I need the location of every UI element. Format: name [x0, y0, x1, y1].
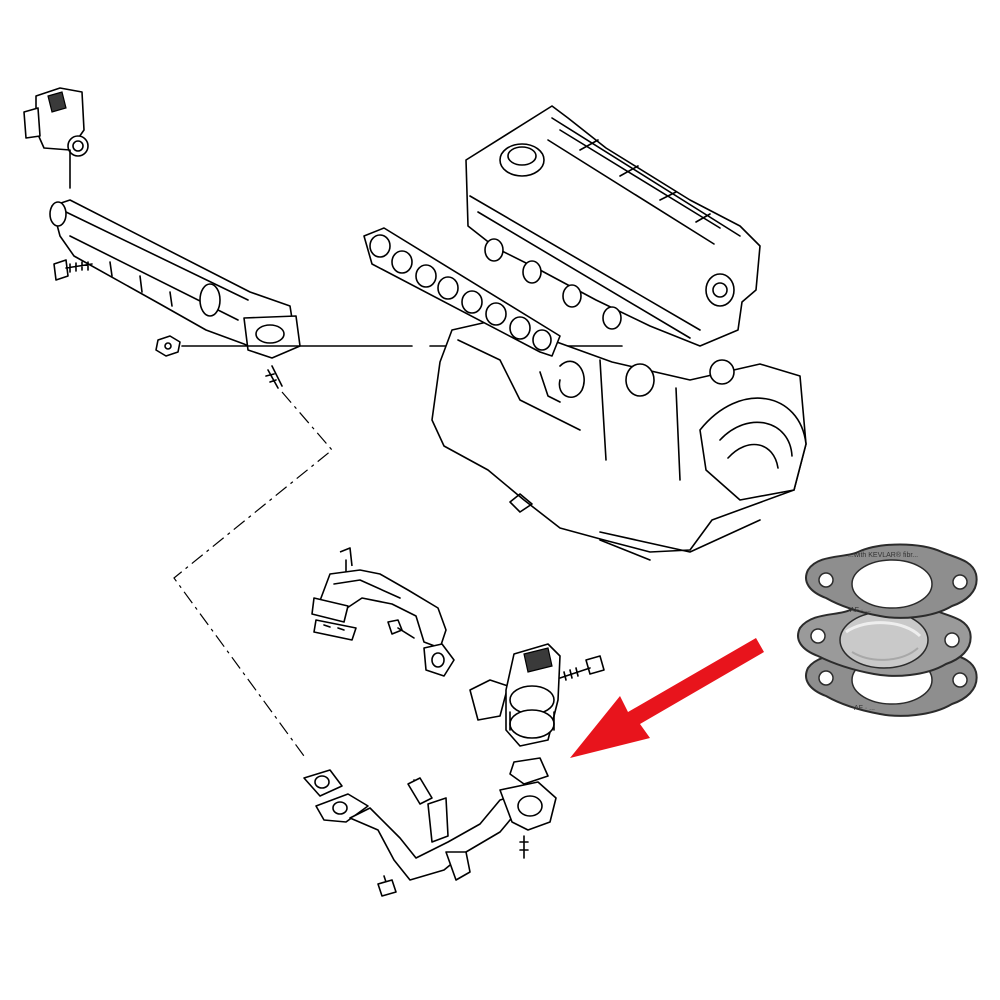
egr-valve-icon [23, 87, 89, 189]
egr-valve-body-icon [469, 643, 605, 747]
red-arrow-icon [570, 638, 764, 758]
egr-pipe-icon [311, 547, 455, 677]
manifold-bolt-icon [53, 259, 93, 281]
gasket-print-code-top: AF · ... [850, 607, 871, 614]
manifold-nut-icon [155, 335, 181, 357]
gasket-print-top: ...with KEVLAR® fibr... [848, 551, 918, 559]
valve-gasket-icon [509, 757, 549, 785]
gasket-print-code-bottom: AF · ... [854, 705, 875, 712]
gasket-set-icon: ...with KEVLAR® fibr... AF · ... AF · ..… [797, 543, 978, 717]
intake-manifold-icon [49, 199, 301, 359]
manifold-stud-icon [265, 365, 283, 389]
lower-egr-pipe-icon [303, 769, 557, 897]
exhaust-gasket-icon [363, 227, 561, 357]
engine-block-icon [431, 105, 807, 561]
